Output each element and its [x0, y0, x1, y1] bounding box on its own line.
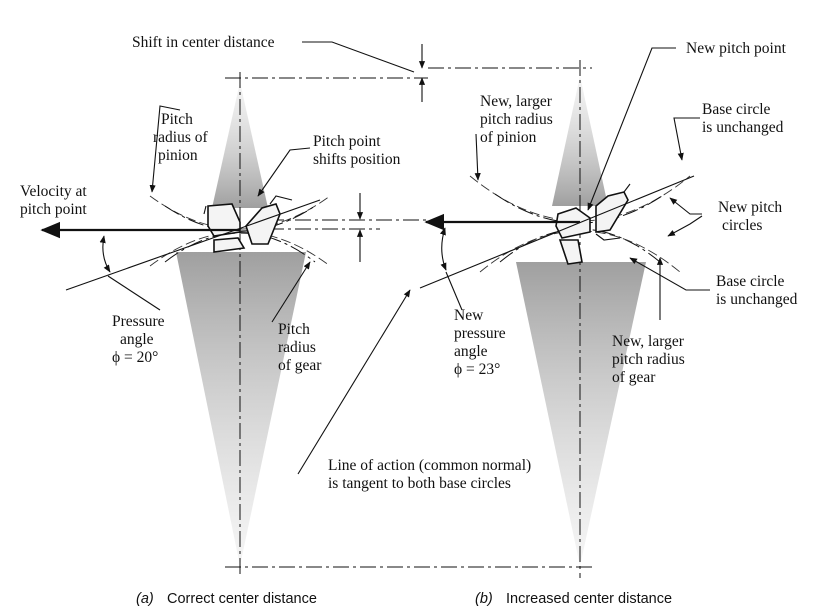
shift-dimension	[302, 41, 426, 102]
label-shift-center-distance: Shift in center distance	[132, 34, 275, 51]
label-line-of-action-2: is tangent to both base circles	[328, 475, 511, 492]
pressure-angle-arc-b	[439, 227, 447, 271]
gear-wedge-b	[516, 262, 646, 566]
pressure-angle-arc-a	[99, 235, 111, 273]
label-pitch-radius-pinion-2: radius of	[153, 129, 209, 146]
label-new-pitch-circles-1: New pitch	[718, 199, 782, 216]
leaders-b	[297, 47, 710, 475]
label-new-larger-gear-3: of gear	[612, 369, 656, 386]
label-new-pressure-angle-2: pressure	[454, 325, 506, 342]
pinion-wedge-a	[212, 82, 268, 208]
label-new-pressure-angle-4: ϕ = 23°	[454, 361, 500, 378]
label-pressure-angle-1: Pressure	[112, 313, 165, 330]
caption-b-text: Increased center distance	[506, 591, 672, 607]
leaders-a	[107, 105, 311, 323]
label-new-pitch-point: New pitch point	[686, 40, 787, 57]
label-new-pitch-circles-2: circles	[722, 217, 762, 234]
label-base-circle-top-2: is unchanged	[702, 119, 784, 136]
label-new-larger-pinion-2: pitch radius	[480, 111, 553, 128]
label-new-larger-gear-1: New, larger	[612, 333, 685, 350]
gear-wedge-a	[176, 252, 306, 566]
line-of-action-b	[419, 175, 695, 289]
line-of-action-a	[65, 199, 321, 291]
label-base-circle-bottom-2: is unchanged	[716, 291, 798, 308]
label-new-pressure-angle-1: New	[454, 307, 484, 324]
label-pitch-radius-gear-3: of gear	[278, 357, 322, 374]
label-pressure-angle-3: ϕ = 20°	[112, 349, 158, 366]
caption-b-letter: (b)	[475, 591, 493, 607]
label-new-larger-pinion-3: of pinion	[480, 129, 537, 146]
label-velocity-1: Velocity at	[20, 183, 87, 200]
label-new-larger-pinion-1: New, larger	[480, 93, 553, 110]
label-line-of-action-1: Line of action (common normal)	[328, 457, 531, 474]
caption-a-letter: (a)	[136, 591, 154, 607]
label-pitch-radius-gear-1: Pitch	[278, 321, 310, 338]
label-pressure-angle-2: angle	[120, 331, 154, 348]
circles-a	[149, 195, 331, 267]
label-pitch-radius-pinion-3: pinion	[158, 147, 198, 164]
label-velocity-2: pitch point	[20, 201, 87, 218]
text-labels: Shift in center distance New pitch point…	[20, 34, 798, 492]
label-base-circle-top-1: Base circle	[702, 101, 771, 118]
pitch-point-shift-dimension	[268, 193, 430, 262]
label-new-larger-gear-2: pitch radius	[612, 351, 685, 368]
label-pitch-radius-pinion-1: Pitch	[161, 111, 193, 128]
label-pitch-radius-gear-2: radius	[278, 339, 316, 356]
captions: (a) Correct center distance (b) Increase…	[136, 591, 672, 607]
label-pitch-point-shifts-1: Pitch point	[313, 133, 381, 150]
caption-a-text: Correct center distance	[167, 591, 317, 607]
label-new-pressure-angle-3: angle	[454, 343, 488, 360]
label-pitch-point-shifts-2: shifts position	[313, 151, 401, 168]
label-base-circle-bottom-1: Base circle	[716, 273, 785, 290]
